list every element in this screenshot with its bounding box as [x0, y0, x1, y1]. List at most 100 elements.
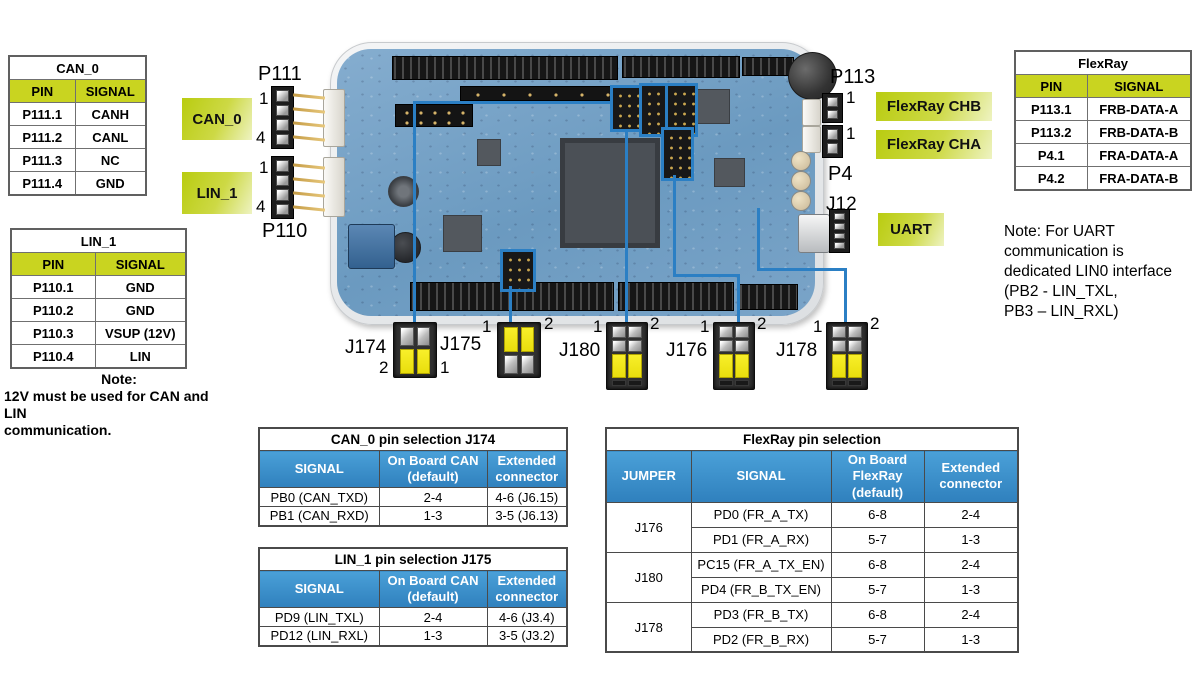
col-header: SIGNAL	[258, 570, 380, 608]
left-note: Note: 12V must be used for CAN and LIN c…	[4, 371, 234, 439]
table-row: J176 PD0 (FR_A_TX) 6-8 2-4	[605, 501, 1019, 553]
power-connector	[348, 224, 395, 269]
jumper-pin	[719, 340, 733, 352]
col-header: PIN	[8, 79, 76, 103]
jumper-pin	[848, 340, 862, 352]
can-connector-socket	[323, 89, 345, 147]
highlight-line-j178	[844, 268, 847, 323]
jumper-pin	[735, 326, 749, 338]
highlight-line	[757, 268, 847, 271]
push-button-3	[791, 191, 811, 211]
gold-pin	[292, 121, 326, 128]
pin-hole	[276, 189, 289, 201]
jumper-block-j175	[497, 322, 541, 378]
col-header: SIGNAL	[690, 450, 832, 503]
micro-usb-connector	[798, 214, 830, 253]
jumper-cell: J178	[605, 601, 692, 653]
gold-pin	[292, 205, 326, 212]
j178-label: J178	[776, 340, 818, 361]
highlight-line	[673, 175, 676, 277]
flexray-chb-socket	[802, 99, 821, 126]
uart-note: Note: For UART communication is dedicate…	[1004, 222, 1200, 322]
flexray-cha-socket	[802, 126, 821, 153]
note-line: PB3 – LIN_RXL)	[1004, 303, 1119, 320]
pin-header-bottom-left	[410, 282, 614, 311]
can0-callout: CAN_0	[182, 98, 252, 140]
jumper-block-j176	[713, 322, 755, 390]
jumper-pin	[612, 340, 626, 352]
gold-pin	[292, 177, 326, 184]
table-row: J178 PD3 (FR_B_TX) 6-8 2-4	[605, 601, 1019, 653]
j175-pin2-number: 2	[544, 314, 554, 333]
col-header: PIN	[1014, 74, 1088, 98]
j175-label: J175	[440, 334, 482, 355]
pin-hole	[276, 203, 289, 215]
table-title: FlexRay	[1014, 50, 1192, 75]
j176-pin1-number: 1	[700, 317, 710, 336]
chip-small-1	[443, 215, 482, 252]
j12-header	[829, 209, 850, 253]
highlight-line	[673, 274, 740, 277]
onboard-jumper-highlight	[639, 83, 670, 137]
jumper-block-j178	[826, 322, 868, 390]
p113-pin1-number: 1	[846, 88, 856, 107]
highlight-line-j175	[509, 286, 512, 323]
jumper-pin	[719, 326, 733, 338]
p110-connector	[271, 156, 294, 219]
table-title: LIN_1	[10, 228, 187, 253]
j180-label: J180	[559, 340, 601, 361]
highlight-line-j176	[737, 274, 740, 323]
p110-pin1-number: 1	[259, 158, 269, 177]
note-line: dedicated LIN0 interface	[1004, 263, 1173, 280]
note-line: 12V must be used for CAN and LIN	[4, 388, 209, 421]
j174-label: J174	[345, 337, 387, 358]
note-line: communication is	[1004, 243, 1124, 260]
p111-label: P111	[258, 63, 302, 85]
jumper-cell: J176	[605, 501, 692, 553]
p111-connector	[271, 86, 294, 149]
pin-hole	[827, 109, 838, 119]
pin-hole	[827, 143, 838, 154]
p111-pin4-number: 4	[256, 128, 266, 147]
pin-hole	[276, 104, 289, 116]
jumper-pin	[400, 327, 414, 346]
jumper-pin	[848, 326, 862, 338]
highlight-line-j174	[413, 101, 416, 323]
j174-pin2-number: 2	[379, 358, 389, 377]
col-header: PIN	[10, 252, 96, 276]
jumper-block-j180	[606, 322, 648, 390]
jumper-pin	[848, 380, 862, 386]
col-header: On Board FlexRay (default)	[830, 450, 925, 503]
pin-header-bottom-mid	[618, 282, 734, 311]
jumper-cap	[832, 354, 846, 378]
highlight-line	[415, 101, 613, 104]
table-row: PB1 (CAN_RXD) 1-3 3-5 (J6.13)	[258, 506, 568, 526]
col-header: SIGNAL	[94, 252, 187, 276]
highlight-line	[757, 208, 760, 270]
flexray-selection-table: FlexRay pin selection JUMPER SIGNAL On B…	[605, 427, 1020, 654]
j176-label: J176	[666, 340, 708, 361]
gold-pin	[292, 93, 326, 100]
j180-pin1-number: 1	[593, 317, 603, 336]
col-header: SIGNAL	[1086, 74, 1192, 98]
jumper-cap	[719, 354, 733, 378]
p113-label: P113	[830, 66, 876, 88]
chip-small-2	[477, 139, 501, 166]
p113-header	[822, 93, 843, 123]
gold-pin	[292, 107, 326, 114]
p110-label: P110	[262, 220, 308, 242]
jumper-cap	[416, 349, 430, 374]
lin1-selection-table: LIN_1 pin selection J175 SIGNAL On Board…	[258, 547, 569, 647]
col-header: Extended connector	[923, 450, 1019, 503]
col-header: Extended connector	[486, 450, 568, 488]
jumper-cap	[848, 354, 862, 378]
jumper-pin	[832, 380, 846, 386]
jumper-pin	[520, 355, 534, 374]
pin-hole	[276, 174, 289, 186]
